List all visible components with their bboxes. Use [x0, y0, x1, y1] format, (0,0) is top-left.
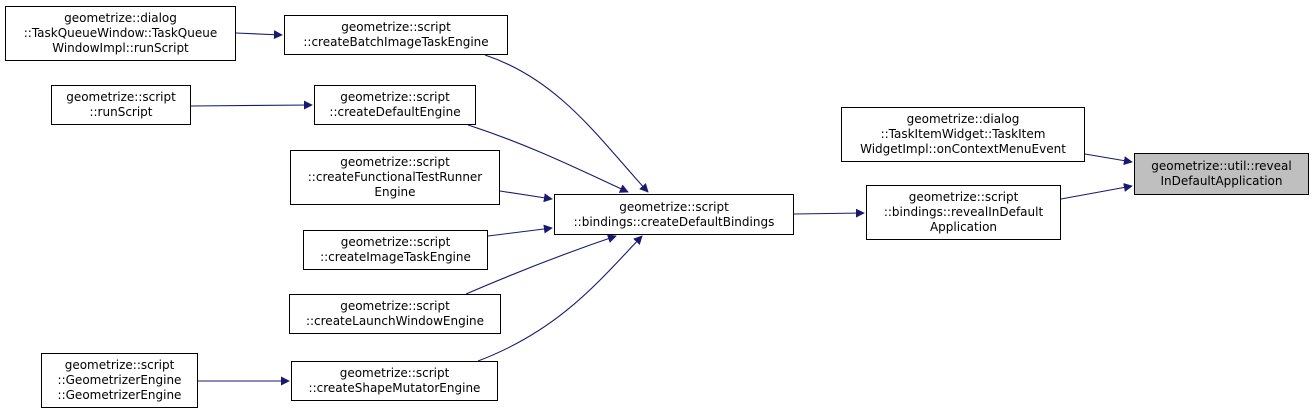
node-label-line: geometrize::script — [340, 155, 450, 169]
node-bindings-reveal-in-default-application[interactable]: geometrize::script::bindings::revealInDe… — [866, 185, 1061, 240]
node-label-line: geometrize::script — [339, 366, 450, 380]
node-label-line: geometrize::script — [619, 199, 729, 214]
node-label-line: ::createBatchImageTaskEngine — [303, 35, 489, 49]
node-create-image-task-engine[interactable]: geometrize::script::createImageTaskEngin… — [303, 230, 488, 270]
node-label-line: geometrize::script — [341, 20, 451, 34]
node-create-shape-mutator-engine[interactable]: geometrize::script::createShapeMutatorEn… — [291, 361, 498, 401]
node-create-default-engine[interactable]: geometrize::script::createDefaultEngine — [314, 85, 476, 125]
node-geometrizer-engine[interactable]: geometrize::script::GeometrizerEngine::G… — [41, 353, 198, 408]
node-label-line: ::createShapeMutatorEngine — [308, 381, 481, 395]
node-label-line: Engine — [374, 185, 416, 199]
node-label-line: ::bindings::createDefaultBindings — [573, 214, 775, 229]
node-label-line: InDefaultApplication — [1160, 174, 1283, 188]
node-label-line: ::GeometrizerEngine — [57, 373, 182, 387]
edge-n4-to-n10 — [467, 124, 629, 193]
node-create-default-bindings[interactable]: geometrize::script::bindings::createDefa… — [554, 194, 794, 235]
node-label-line: ::runScript — [89, 105, 153, 119]
node-label-line: ::createDefaultEngine — [329, 105, 461, 119]
node-create-batch-image-task-engine[interactable]: geometrize::script::createBatchImageTask… — [284, 15, 508, 55]
node-label-line: ::createLaunchWindowEngine — [305, 314, 485, 328]
node-label-line: ::TaskItemWidget::TaskItem — [880, 127, 1046, 141]
edge-n9-to-n10 — [477, 235, 643, 362]
node-label-line: geometrize::util::reveal — [1151, 159, 1292, 173]
edge-n7-to-n10 — [465, 234, 617, 295]
node-label-line: geometrize::script — [66, 90, 176, 104]
node-label-line: geometrize::dialog — [64, 11, 177, 25]
node-label-line: geometrize::script — [908, 190, 1019, 204]
node-label-line: geometrize::script — [340, 90, 450, 104]
node-label-line: ::TaskQueueWindow::TaskQueue — [23, 26, 218, 40]
edge-n5-to-n10 — [499, 190, 553, 203]
node-label-line: WindowImpl::runScript — [52, 41, 189, 55]
node-label-line: Application — [929, 220, 998, 234]
node-taskitemwidget-oncontextmenuevent[interactable]: geometrize::dialog::TaskItemWidget::Task… — [841, 107, 1085, 162]
node-taskqueuewindow-runscript[interactable]: geometrize::dialog::TaskQueueWindow::Tas… — [5, 6, 236, 61]
node-label-line: geometrize::script — [340, 235, 451, 249]
edge-n1-to-n2 — [235, 30, 283, 40]
edge-n10-to-n12 — [793, 208, 865, 218]
node-create-launch-window-engine[interactable]: geometrize::script::createLaunchWindowEn… — [289, 294, 501, 334]
edge-n2-to-n10 — [484, 54, 649, 193]
node-label-line: geometrize::dialog — [906, 112, 1020, 126]
edge-n12-to-n13 — [1060, 183, 1133, 200]
edge-n11-to-n13 — [1084, 153, 1133, 166]
node-create-functional-test-runner-engine[interactable]: geometrize::script::createFunctionalTest… — [290, 150, 500, 205]
node-label-line: ::createFunctionalTestRunner — [307, 170, 483, 184]
node-label-line: WidgetImpl::onContextMenuEvent — [860, 142, 1066, 156]
node-label-line: ::bindings::revealInDefault — [883, 205, 1044, 219]
node-label-line: geometrize::script — [340, 299, 450, 313]
node-label-line: geometrize::script — [64, 358, 175, 372]
node-label-line: ::GeometrizerEngine — [57, 388, 182, 402]
edge-n3-to-n4 — [190, 100, 313, 110]
edge-n6-to-n10 — [487, 224, 553, 237]
node-script-runscript[interactable]: geometrize::script::runScript — [51, 85, 191, 125]
node-label-line: ::createImageTaskEngine — [320, 250, 471, 264]
